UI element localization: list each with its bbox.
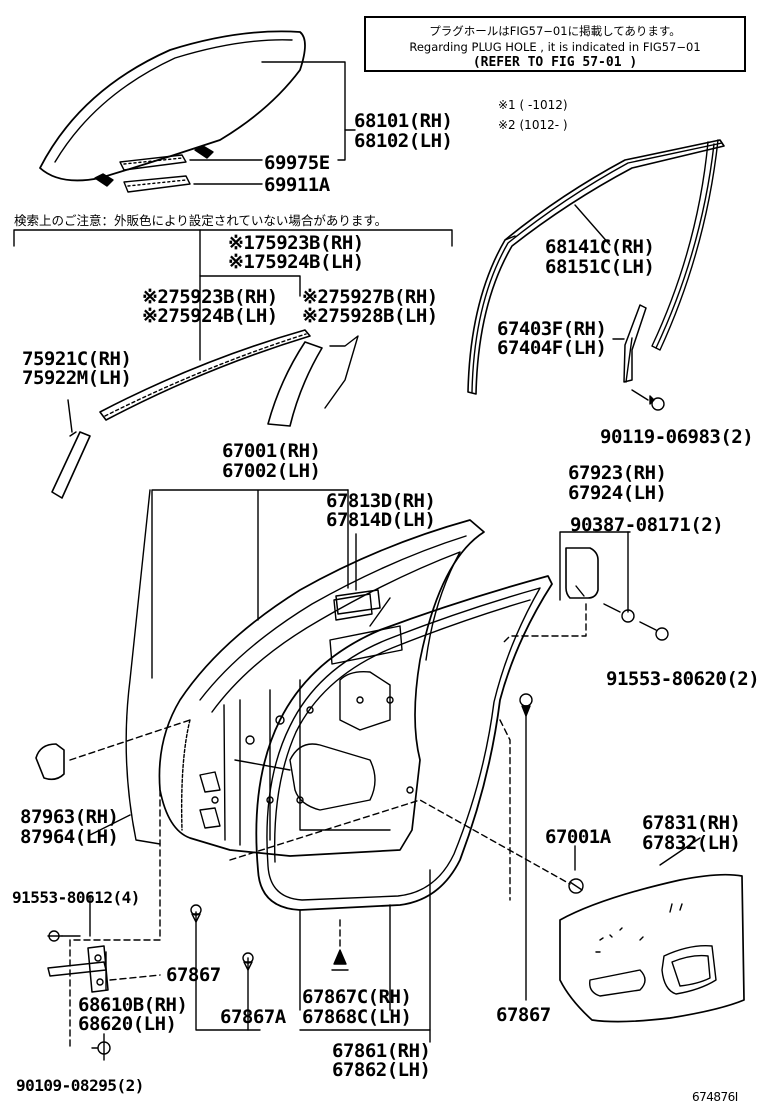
part-label-69975E[interactable]: 69975E (264, 152, 330, 174)
notice-line-refer: (REFER TO FIG 57-01 ) (472, 55, 638, 70)
door-check-drawing (47, 930, 111, 1055)
part-label-67001A[interactable]: 67001A (545, 826, 611, 848)
leader-lines-top (189, 61, 356, 185)
part-label-91553-80620[interactable]: 91553-80620(2) (606, 668, 760, 690)
door-weatherstrip-drawing (255, 575, 553, 1031)
part-label-67867-right[interactable]: 67867 (496, 1004, 551, 1026)
part-label-87964[interactable]: 87964(LH) (20, 826, 119, 848)
door-cap-drawing (35, 743, 65, 781)
part-label-67861[interactable]: 67861(RH) (332, 1040, 431, 1062)
door-glass-drawing (39, 30, 306, 187)
part-label-75928B[interactable]: ※275928B(LH) (302, 305, 438, 327)
part-label-90387[interactable]: 90387-08171(2) (570, 514, 724, 536)
plug-hole-notice-box: プラグホールはFIG57−01に掲載してあります。 Regarding PLUG… (364, 16, 746, 72)
part-label-68141C[interactable]: 68141C(RH) (545, 236, 655, 258)
part-label-75923B-1[interactable]: ※175923B(RH) (228, 232, 364, 254)
part-label-67002[interactable]: 67002(LH) (222, 460, 321, 482)
part-label-67868C[interactable]: 67868C(LH) (302, 1006, 412, 1028)
legend-mark-2: ※2 (1012- ) (498, 118, 568, 132)
part-label-75927B[interactable]: ※275927B(RH) (302, 286, 438, 308)
part-label-67813D[interactable]: 67813D(RH) (326, 490, 436, 512)
part-label-67831[interactable]: 67831(RH) (642, 812, 741, 834)
part-label-75921C[interactable]: 75921C(RH) (22, 348, 132, 370)
door-frame-drawing (151, 489, 485, 857)
belt-moulding-drawing (51, 295, 359, 499)
part-label-67001[interactable]: 67001(RH) (222, 440, 321, 462)
fastener-clips (190, 693, 584, 971)
part-label-75924B-1[interactable]: ※175924B(LH) (228, 251, 364, 273)
notice-line-jp: プラグホールはFIG57−01に掲載してあります。 (429, 24, 681, 38)
part-label-69911A[interactable]: 69911A (264, 174, 330, 196)
part-label-67862[interactable]: 67862(LH) (332, 1059, 431, 1081)
legend-mark-1: ※1 ( -1012) (498, 98, 568, 112)
part-label-67404F[interactable]: 67404F(LH) (497, 337, 607, 359)
moulding-group-bracket (13, 229, 453, 297)
part-label-67867-left[interactable]: 67867 (166, 964, 221, 986)
part-label-67403F[interactable]: 67403F(RH) (497, 318, 607, 340)
part-label-68610B[interactable]: 68610B(RH) (78, 994, 188, 1016)
part-label-67867A[interactable]: 67867A (220, 1006, 286, 1028)
part-label-87963[interactable]: 87963(RH) (20, 806, 119, 828)
part-label-75924B-2[interactable]: ※275924B(LH) (142, 305, 278, 327)
part-label-67814D[interactable]: 67814D(LH) (326, 509, 436, 531)
part-label-75922M[interactable]: 75922M(LH) (22, 367, 132, 389)
part-label-67867C[interactable]: 67867C(RH) (302, 986, 412, 1008)
glass-channel-strips (119, 154, 191, 193)
door-service-cover-drawing (335, 533, 391, 627)
part-label-91553-80612[interactable]: 91553-80612(4) (12, 888, 140, 907)
part-label-75923B-2[interactable]: ※275923B(RH) (142, 286, 278, 308)
part-label-67832[interactable]: 67832(LH) (642, 832, 741, 854)
run-channel-drawing (467, 139, 725, 411)
part-label-90119[interactable]: 90119-06983(2) (600, 426, 754, 448)
dashed-leaders-left (69, 719, 571, 1049)
part-label-68151C[interactable]: 68151C(LH) (545, 256, 655, 278)
part-label-67924[interactable]: 67924(LH) (568, 482, 667, 504)
part-label-68102[interactable]: 68102(LH) (354, 130, 453, 152)
part-label-68620[interactable]: 68620(LH) (78, 1013, 177, 1035)
part-label-67923[interactable]: 67923(RH) (568, 462, 667, 484)
search-caution-note: 検索上のご注意：外販色により設定されていない場合があります。 (14, 213, 388, 228)
part-label-90109[interactable]: 90109-08295(2) (16, 1076, 144, 1095)
door-trim-board-drawing (559, 873, 745, 1023)
figure-id: 674876I (692, 1090, 738, 1104)
notice-line-en: Regarding PLUG HOLE , it is indicated in… (409, 40, 701, 54)
outer-mirror-drawing (503, 531, 669, 643)
part-label-68101[interactable]: 68101(RH) (354, 110, 453, 132)
